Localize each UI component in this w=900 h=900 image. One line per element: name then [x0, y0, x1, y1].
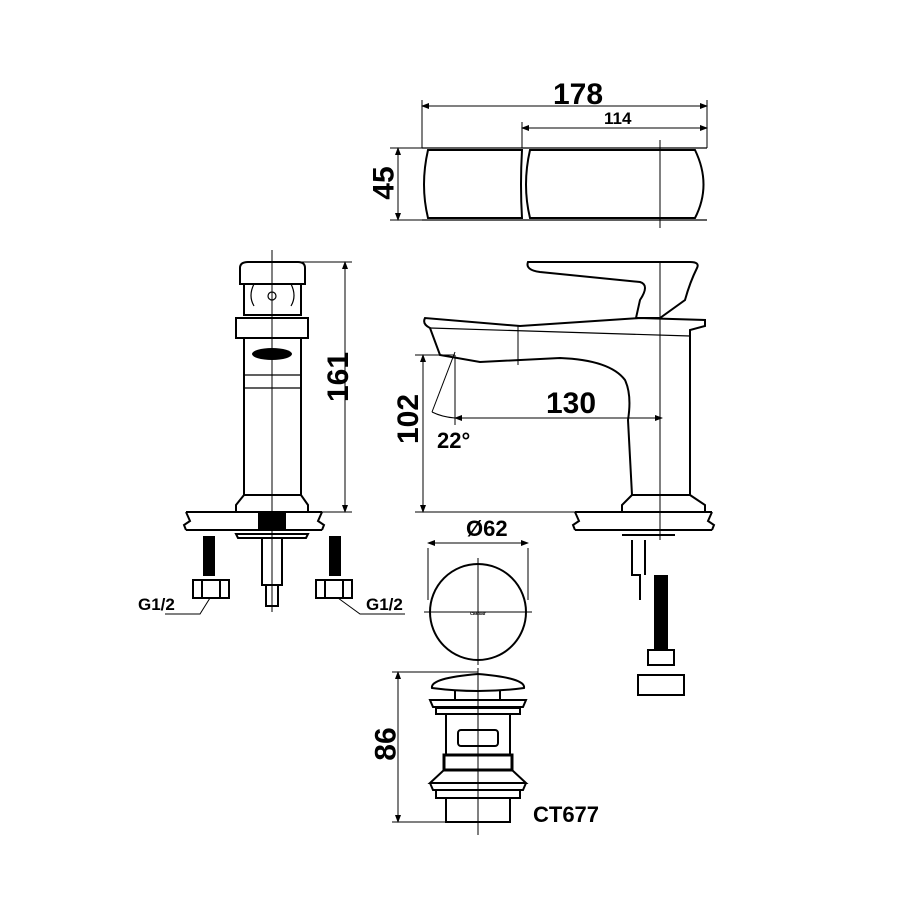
top-view	[390, 100, 708, 228]
label-inlet-left: G1/2	[138, 595, 175, 614]
dim-spout-reach: 130	[546, 387, 597, 420]
model-number: CT677	[533, 802, 600, 827]
dim-overall-length: 178	[553, 78, 604, 111]
drain-logo: caesar	[470, 611, 486, 617]
side-view-front	[165, 250, 405, 615]
dim-top-width: 45	[367, 166, 401, 200]
dim-drain-diameter: Ø62	[466, 516, 508, 541]
dim-spout-angle: 22°	[437, 428, 471, 453]
dim-spout-height: 102	[392, 393, 426, 445]
label-inlet-right: G1/2	[366, 595, 403, 614]
dim-total-height: 161	[322, 351, 356, 403]
dim-handle-length: 114	[604, 109, 632, 128]
dim-drain-height: 86	[369, 727, 403, 761]
drain-views: caesar	[392, 540, 532, 835]
side-view-profile	[415, 261, 716, 696]
